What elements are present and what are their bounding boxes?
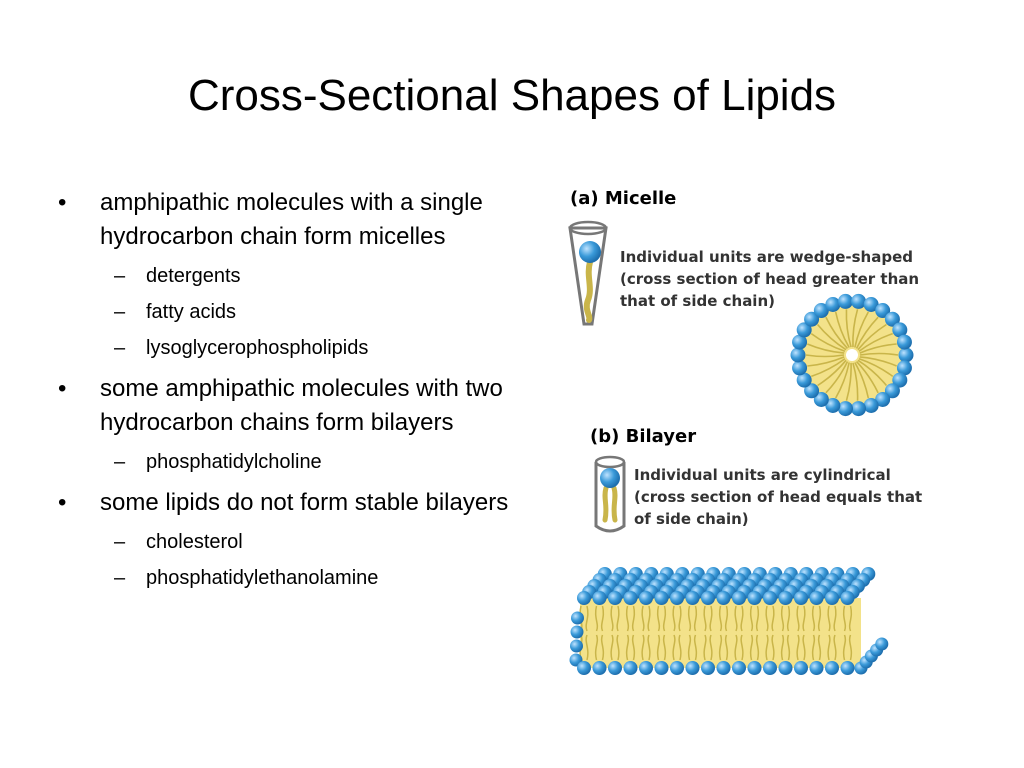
sub-bullet-item: –phosphatidylcholine bbox=[100, 444, 516, 480]
sub-bullet-item: –detergents bbox=[100, 258, 516, 294]
sub-bullet-text: phosphatidylcholine bbox=[146, 451, 322, 473]
bullet-marker: • bbox=[58, 375, 67, 402]
micelle-lipid-unit bbox=[579, 241, 601, 323]
bilayer-caption-line: (cross section of head equals that bbox=[634, 488, 922, 506]
dash-marker: – bbox=[114, 301, 126, 323]
bullet-marker: • bbox=[58, 189, 67, 216]
sub-bullet-list: –phosphatidylcholine bbox=[100, 444, 516, 480]
bullet-text: some lipids do not form stable bilayers bbox=[100, 489, 509, 516]
dash-marker: – bbox=[114, 531, 126, 553]
bilayer-caption-line: Individual units are cylindrical bbox=[634, 466, 891, 484]
sub-bullet-text: detergents bbox=[146, 265, 241, 287]
dash-marker: – bbox=[114, 567, 126, 589]
micelle-label: (a) Micelle bbox=[570, 188, 676, 209]
bullet-item: • some lipids do not form stable bilayer… bbox=[56, 486, 516, 596]
bullet-text: amphipathic molecules with a single hydr… bbox=[100, 189, 483, 250]
sub-bullet-text: phosphatidylethanolamine bbox=[146, 567, 379, 589]
sub-bullet-text: fatty acids bbox=[146, 301, 237, 323]
micelle-caption-line: that of side chain) bbox=[620, 292, 775, 310]
bilayer-lipid-unit bbox=[600, 468, 620, 523]
dash-marker: – bbox=[114, 451, 126, 473]
sub-bullet-text: cholesterol bbox=[146, 531, 243, 553]
cylinder-container-icon bbox=[594, 455, 626, 533]
sub-bullet-list: –cholesterol –phosphatidylethanolamine bbox=[100, 524, 516, 596]
bilayer-caption-line: of side chain) bbox=[634, 510, 749, 528]
slide-title: Cross-Sectional Shapes of Lipids bbox=[187, 71, 837, 120]
sub-bullet-text: lysoglycerophospholipids bbox=[146, 337, 369, 359]
micelle-sphere bbox=[790, 293, 914, 417]
bullet-item: • amphipathic molecules with a single hy… bbox=[56, 186, 516, 366]
dash-marker: – bbox=[114, 337, 126, 359]
sub-bullet-item: –fatty acids bbox=[100, 294, 516, 330]
bullet-list: • amphipathic molecules with a single hy… bbox=[56, 186, 516, 602]
lipid-shapes-figure: (a) Micelle Individual units are wedge-s… bbox=[560, 180, 960, 690]
micelle-caption-line: (cross section of head greater than bbox=[620, 270, 919, 288]
bullet-item: • some amphipathic molecules with two hy… bbox=[56, 372, 516, 480]
lipid-diagram: (a) Micelle Individual units are wedge-s… bbox=[568, 188, 922, 675]
bullet-marker: • bbox=[58, 489, 67, 516]
bullet-text: some amphipathic molecules with two hydr… bbox=[100, 375, 503, 436]
bilayer-label: (b) Bilayer bbox=[590, 426, 696, 447]
sub-bullet-item: –lysoglycerophospholipids bbox=[100, 330, 516, 366]
dash-marker: – bbox=[114, 265, 126, 287]
bilayer-slab bbox=[569, 567, 889, 675]
micelle-caption-line: Individual units are wedge-shaped bbox=[620, 248, 913, 266]
sub-bullet-item: –phosphatidylethanolamine bbox=[100, 560, 516, 596]
sub-bullet-item: –cholesterol bbox=[100, 524, 516, 560]
sub-bullet-list: –detergents –fatty acids –lysoglyceropho… bbox=[100, 258, 516, 366]
wedge-container-icon bbox=[568, 220, 608, 326]
